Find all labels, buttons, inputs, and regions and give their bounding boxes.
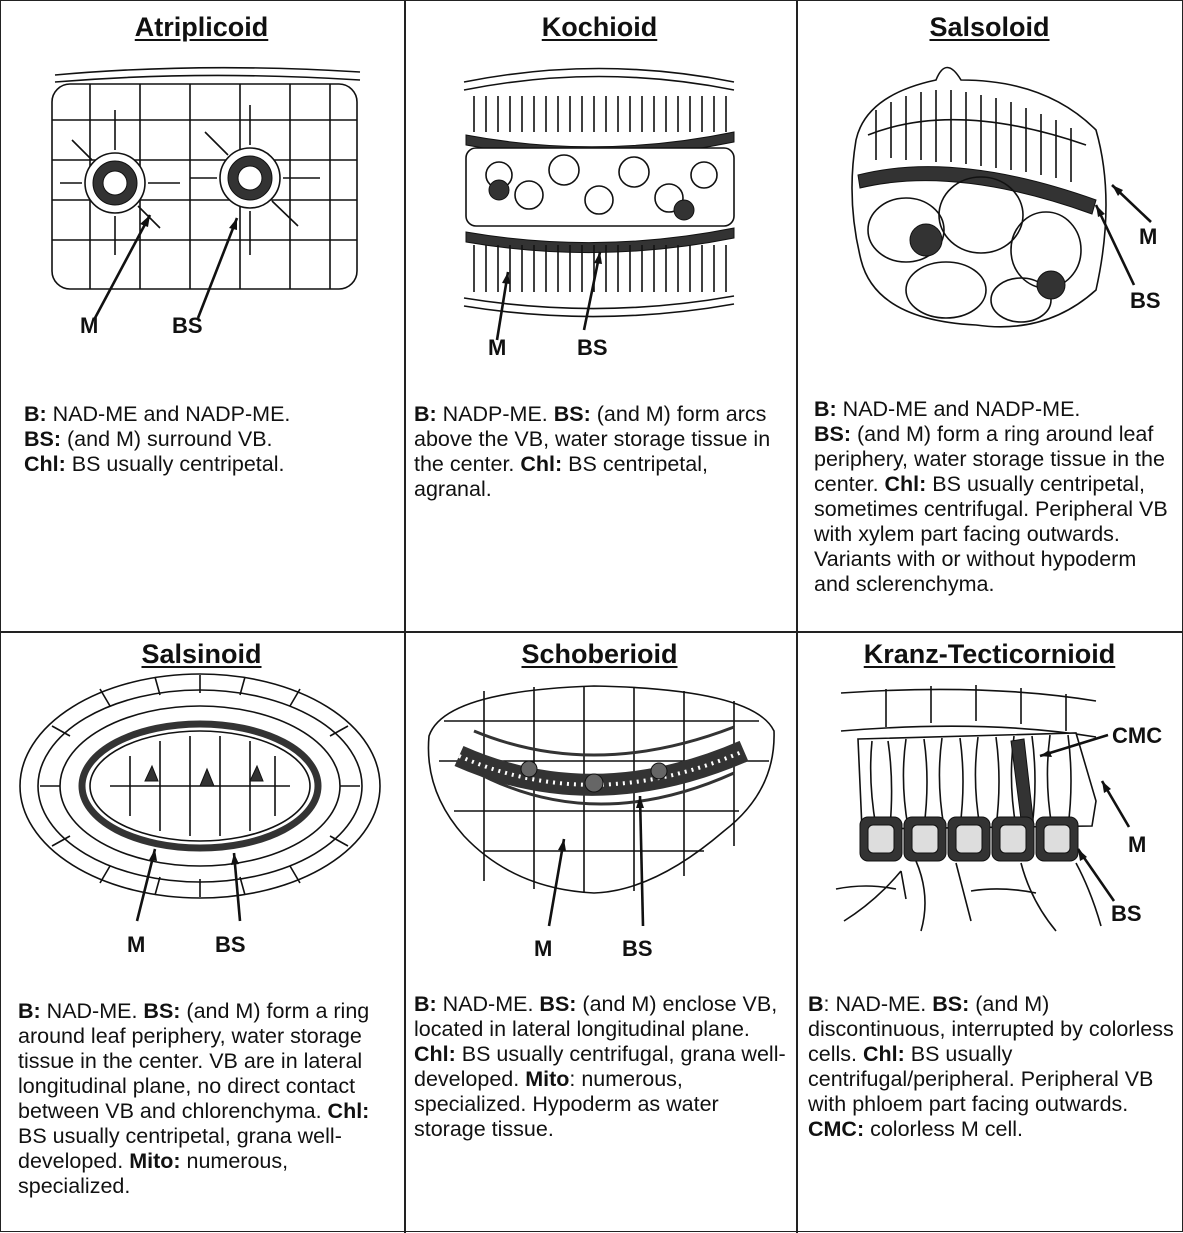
label-cmc: CMC (1112, 723, 1162, 748)
label-bs: BS (1130, 288, 1161, 313)
label-bs: BS (172, 313, 203, 338)
schoberioid-leaf-cross-section: M BS (404, 631, 795, 961)
panel-salsoloid: Salsoloid M BS B: NAD-ME and NADP-ME. BS… (796, 0, 1183, 630)
panel-salsinoid: Salsinoid M BS B: NAD-ME. BS: (and M) fo… (0, 631, 403, 1232)
label-bs: BS (1111, 901, 1142, 926)
label-m: M (488, 335, 506, 360)
vascular-bundle (220, 148, 280, 208)
panel-kranz-tecticornioid: Kranz-Tecticornioid (796, 631, 1183, 1232)
panel-description: B: NAD-ME and NADP-ME. BS: (and M) surro… (24, 377, 394, 477)
panel-description: B: NAD-ME. BS: (and M) form a ring aroun… (18, 974, 396, 1199)
kochioid-leaf-cross-section: M BS (404, 0, 795, 360)
label-bs: BS (577, 335, 608, 360)
label-bs: BS (622, 936, 653, 961)
vascular-bundle (85, 153, 145, 213)
atriplicoid-leaf-cross-section: M BS (0, 0, 403, 340)
panel-kochioid: Kochioid M BS B: NADP-ME. BS: (and M) fo… (404, 0, 795, 630)
panel-description: B: NAD-ME. BS: (and M) discontinuous, in… (808, 967, 1178, 1142)
bundle-sheath-cells (860, 817, 1078, 861)
label-m: M (534, 936, 552, 961)
label-bs: BS (215, 932, 246, 957)
panel-description: B: NAD-ME. BS: (and M) enclose VB, locat… (414, 967, 789, 1142)
label-m: M (127, 932, 145, 957)
label-m: M (1128, 832, 1146, 857)
salsoloid-leaf-cross-section: M BS (796, 0, 1183, 340)
panel-description: B: NADP-ME. BS: (and M) form arcs above … (414, 377, 789, 502)
salsinoid-leaf-cross-section: M BS (0, 631, 403, 961)
panel-atriplicoid: Atriplicoid M BS B: NAD-ME and NAD (0, 0, 403, 630)
kranz-tecticornioid-tissue-section: CMC M BS (796, 631, 1183, 961)
label-m: M (1139, 224, 1157, 249)
panel-description: B: NAD-ME and NADP-ME. BS: (and M) form … (814, 372, 1176, 597)
panel-schoberioid: Schoberioid M BS B: NAD-ME. BS: (and M) … (404, 631, 795, 1232)
label-m: M (80, 313, 98, 338)
